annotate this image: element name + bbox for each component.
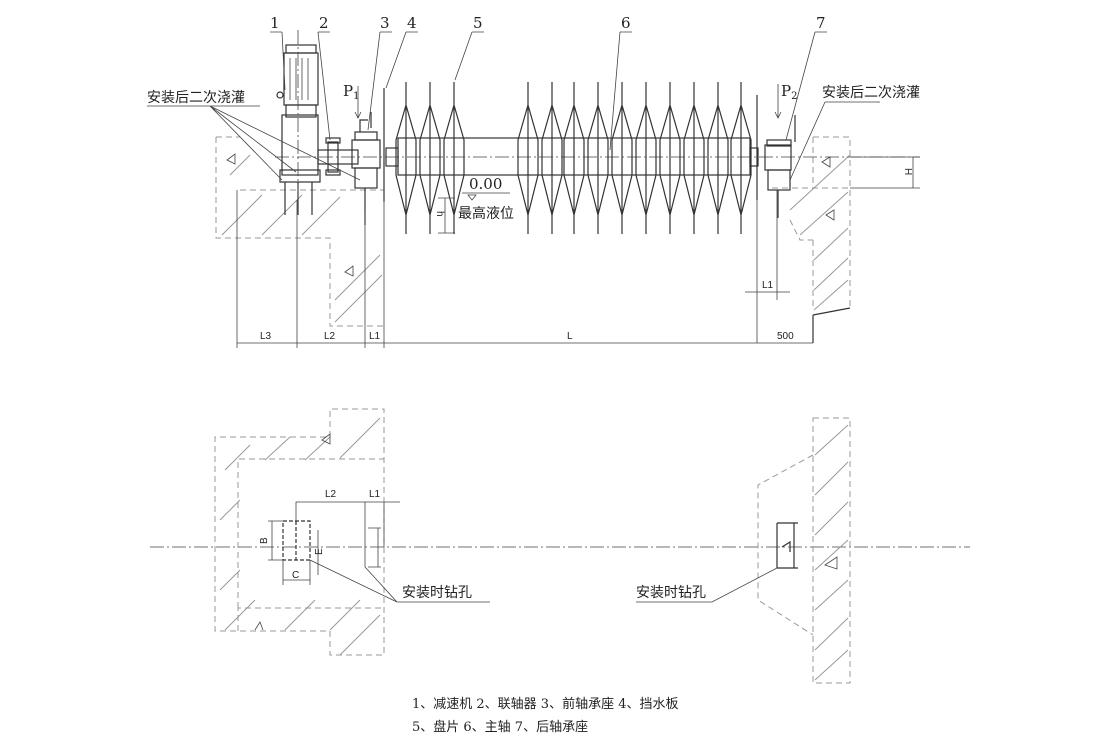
gear-reducer <box>276 30 321 215</box>
drill-label-right: 安装时钻孔 <box>636 585 706 601</box>
svg-text:h: h <box>434 211 445 217</box>
dimension-chain: L3 L2 L1 L 500 <box>236 190 813 348</box>
grout-label-left: 安装后二次浇灌 <box>147 90 245 106</box>
svg-text:最高液位: 最高液位 <box>458 205 514 222</box>
rear-bearing-seat <box>764 115 796 218</box>
disc <box>563 82 585 234</box>
part-callouts: 1 2 3 4 5 6 7 <box>270 14 827 151</box>
front-bearing-seat <box>351 112 381 225</box>
disc <box>419 82 441 234</box>
svg-text:L: L <box>567 331 573 342</box>
svg-text:L2: L2 <box>324 331 336 342</box>
disc <box>517 82 539 234</box>
disc <box>541 82 563 234</box>
right-foundation <box>772 136 851 343</box>
right-foundation-plan <box>757 417 851 684</box>
callout-5: 5 <box>473 14 483 32</box>
disc <box>659 82 681 234</box>
disc <box>707 82 729 234</box>
disc <box>443 82 465 234</box>
main-shaft <box>385 137 759 176</box>
dim-H: H <box>902 168 913 175</box>
svg-text:0.00: 0.00 <box>469 175 502 193</box>
left-foundation-plan <box>214 408 385 656</box>
callout-2: 2 <box>319 14 329 32</box>
callout-4: 4 <box>407 14 417 32</box>
discs <box>395 82 752 234</box>
max-liquid-level: 0.00 最高液位 h <box>434 175 514 234</box>
left-anchor-holes: B C E L2 L1 <box>259 489 400 585</box>
left-foundation <box>215 136 384 327</box>
dim-E: E <box>314 548 325 555</box>
svg-text:L1: L1 <box>369 331 381 342</box>
plan-dim-l2: L2 <box>325 489 337 500</box>
callout-6: 6 <box>621 14 631 32</box>
disc <box>611 82 633 234</box>
plan-view: B C E L2 L1 安装时钻孔 安装时钻孔 <box>150 408 970 684</box>
grout-label-right: 安装后二次浇灌 <box>822 85 920 101</box>
svg-text:500: 500 <box>777 331 794 342</box>
elevation-view: 1 2 3 4 5 6 7 安装后二次浇灌 安装后二次浇灌 P1 P2 0.00… <box>147 14 920 348</box>
svg-text:L3: L3 <box>260 331 272 342</box>
drill-label-left: 安装时钻孔 <box>402 585 472 601</box>
legend-line-1: 1、减速机 2、联轴器 3、前轴承座 4、挡水板 <box>412 697 679 712</box>
load-p1: P1 <box>343 82 359 102</box>
disc <box>587 82 609 234</box>
disc <box>395 82 417 234</box>
callout-1: 1 <box>270 14 280 32</box>
disc <box>683 82 705 234</box>
disc <box>730 82 752 234</box>
plan-dim-l1: L1 <box>369 489 381 500</box>
dim-l1-right: L1 <box>762 280 774 291</box>
callout-7: 7 <box>816 14 826 32</box>
callout-3: 3 <box>380 14 390 32</box>
load-p2: P2 <box>781 82 797 102</box>
disc <box>635 82 657 234</box>
dim-C: C <box>292 570 299 581</box>
dim-B: B <box>259 537 270 544</box>
coupling <box>317 137 359 176</box>
legend-line-2: 5、盘片 6、主轴 7、后轴承座 <box>412 720 589 735</box>
